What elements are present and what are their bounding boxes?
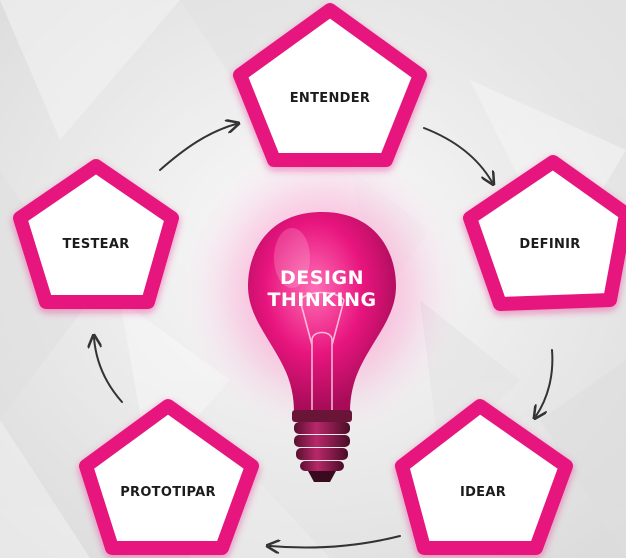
bulb-highlight <box>274 228 310 288</box>
stage-label-definir: DEFINIR <box>519 237 580 252</box>
stage-label-idear: IDEAR <box>460 485 506 500</box>
arrow-idear-to-prototipar <box>270 535 401 548</box>
stage-label-testear: TESTEAR <box>62 237 129 252</box>
stage-label-prototipar: PROTOTIPAR <box>120 485 216 500</box>
stage-node-definir: DEFINIR <box>463 155 626 311</box>
center-title-line2: THINKING <box>267 289 376 311</box>
arrow-prototipar-to-testear <box>94 338 123 403</box>
bulb-screw-base <box>294 422 350 482</box>
stage-node-entender: ENTENDER <box>233 3 427 167</box>
cycle-arrows <box>94 124 554 548</box>
bulb-filament <box>299 291 345 410</box>
stage-node-prototipar: PROTOTIPAR <box>79 399 259 555</box>
light-bulb-icon: DESIGN THINKING <box>248 212 396 482</box>
bulb-glass <box>248 212 396 412</box>
arrow-testear-to-entender <box>159 124 236 171</box>
center-title-line1: DESIGN <box>280 267 364 289</box>
arrow-entender-to-definir <box>423 127 492 182</box>
arrow-definir-to-idear <box>536 349 554 416</box>
stage-node-idear: IDEAR <box>395 399 573 555</box>
stage-node-testear: TESTEAR <box>13 159 179 309</box>
bulb-collar <box>292 410 352 422</box>
stage-label-entender: ENTENDER <box>290 91 370 106</box>
